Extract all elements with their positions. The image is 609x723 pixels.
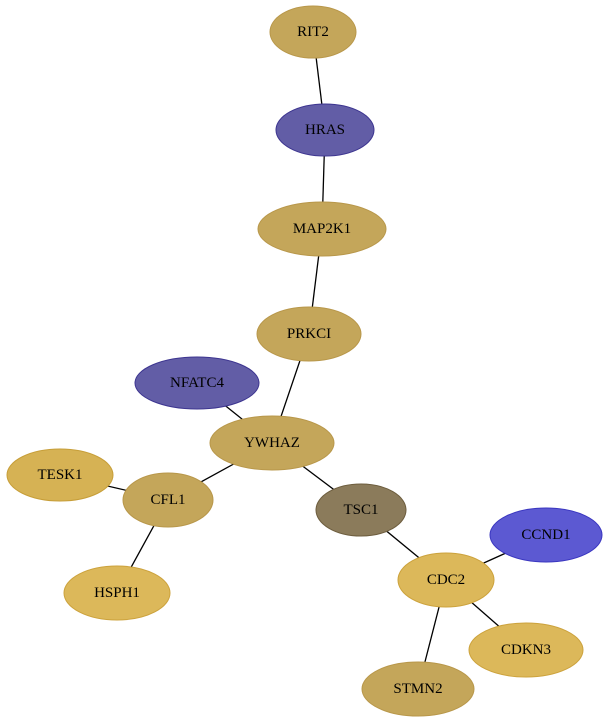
node-label: CDKN3 xyxy=(501,642,551,658)
node-label: HRAS xyxy=(305,122,345,138)
node-label: RIT2 xyxy=(297,24,329,40)
node-ellipse[interactable] xyxy=(63,565,171,621)
node-ellipse[interactable] xyxy=(361,661,475,717)
node-label: YWHAZ xyxy=(244,435,300,451)
node-cdc2[interactable]: CDC2 xyxy=(397,552,495,608)
node-label: TSC1 xyxy=(343,502,378,518)
node-label: TESK1 xyxy=(38,467,83,483)
node-hsph1[interactable]: HSPH1 xyxy=(63,565,171,621)
node-label: PRKCI xyxy=(287,326,331,342)
node-ellipse[interactable] xyxy=(134,356,260,410)
node-ellipse[interactable] xyxy=(269,5,357,59)
node-ellipse[interactable] xyxy=(397,552,495,608)
node-stmn2[interactable]: STMN2 xyxy=(361,661,475,717)
node-ellipse[interactable] xyxy=(122,472,214,528)
node-label: NFATC4 xyxy=(170,375,224,391)
node-ellipse[interactable] xyxy=(256,306,362,362)
node-cfl1[interactable]: CFL1 xyxy=(122,472,214,528)
node-label: MAP2K1 xyxy=(293,221,351,237)
node-ellipse[interactable] xyxy=(468,622,584,678)
node-ellipse[interactable] xyxy=(257,201,387,257)
node-map2k1[interactable]: MAP2K1 xyxy=(257,201,387,257)
node-label: CCND1 xyxy=(521,527,570,543)
node-ellipse[interactable] xyxy=(489,507,603,563)
node-tsc1[interactable]: TSC1 xyxy=(315,483,407,537)
node-nfatc4[interactable]: NFATC4 xyxy=(134,356,260,410)
node-label: HSPH1 xyxy=(94,585,140,601)
node-label: STMN2 xyxy=(393,681,442,697)
node-ellipse[interactable] xyxy=(6,448,114,502)
node-ellipse[interactable] xyxy=(315,483,407,537)
node-ywhaz[interactable]: YWHAZ xyxy=(209,415,335,471)
node-cdkn3[interactable]: CDKN3 xyxy=(468,622,584,678)
node-hras[interactable]: HRAS xyxy=(275,103,375,157)
node-ccnd1[interactable]: CCND1 xyxy=(489,507,603,563)
node-tesk1[interactable]: TESK1 xyxy=(6,448,114,502)
node-prkci[interactable]: PRKCI xyxy=(256,306,362,362)
node-label: CFL1 xyxy=(150,492,185,508)
node-ellipse[interactable] xyxy=(275,103,375,157)
node-ellipse[interactable] xyxy=(209,415,335,471)
node-label: CDC2 xyxy=(427,572,465,588)
node-rit2[interactable]: RIT2 xyxy=(269,5,357,59)
